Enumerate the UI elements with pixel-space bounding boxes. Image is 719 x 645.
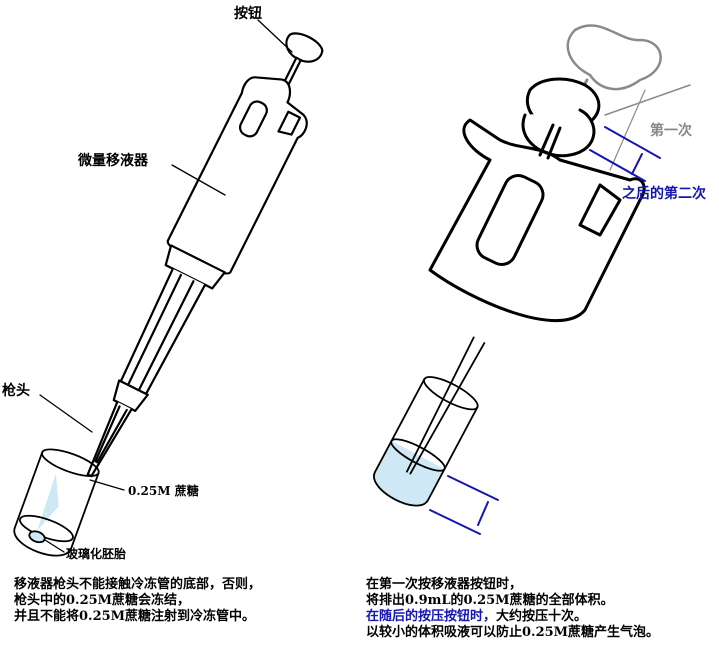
cryotube-right <box>373 336 486 507</box>
magnified-body <box>428 118 646 322</box>
label-first-press: 第一次 <box>650 123 692 139</box>
label-sucrose: 0.25M 蔗糖 <box>128 484 199 498</box>
label-micropipette: 微量移液器 <box>78 153 148 169</box>
pipette-shaft <box>118 267 207 398</box>
caption-line: 将排出0.9mL的0.25M蔗糖的全部体积。 <box>366 593 614 608</box>
caption-left: 移液器枪头不能接触冷冻管的底部，否则， 枪头中的0.25M蔗糖会冻结， 并且不能… <box>14 577 261 625</box>
magnified-plunger <box>428 24 662 322</box>
label-embryo: 玻璃化胚胎 <box>66 547 127 561</box>
label-button: 按钮 <box>234 6 262 22</box>
pipette-body <box>166 76 308 275</box>
micropipette <box>86 32 324 478</box>
caption-right: 在第一次按移液器按钮时， 将排出0.9mL的0.25M蔗糖的全部体积。 在随后的… <box>366 577 659 641</box>
label-tip: 枪头 <box>2 383 30 399</box>
caption-line: 在第一次按移液器按钮时， <box>366 577 523 592</box>
caption-line: 并且不能将0.25M蔗糖注射到冷冻管中。 <box>14 609 256 624</box>
caption-highlight: 在随后的按压按钮时， <box>366 609 497 624</box>
cryotube-left <box>13 448 100 557</box>
caption-line: 大约按压十次。 <box>496 609 588 624</box>
caption-line: 枪头中的0.25M蔗糖会冻结， <box>14 593 191 608</box>
plunger-button <box>285 32 324 63</box>
caption-line: 移液器枪头不能接触冷冻管的底部，否则， <box>14 577 262 592</box>
caption-line: 以较小的体积吸液可以防止0.25M蔗糖产生气泡。 <box>366 625 660 640</box>
label-second-press: 之后的第二次 <box>622 186 706 202</box>
